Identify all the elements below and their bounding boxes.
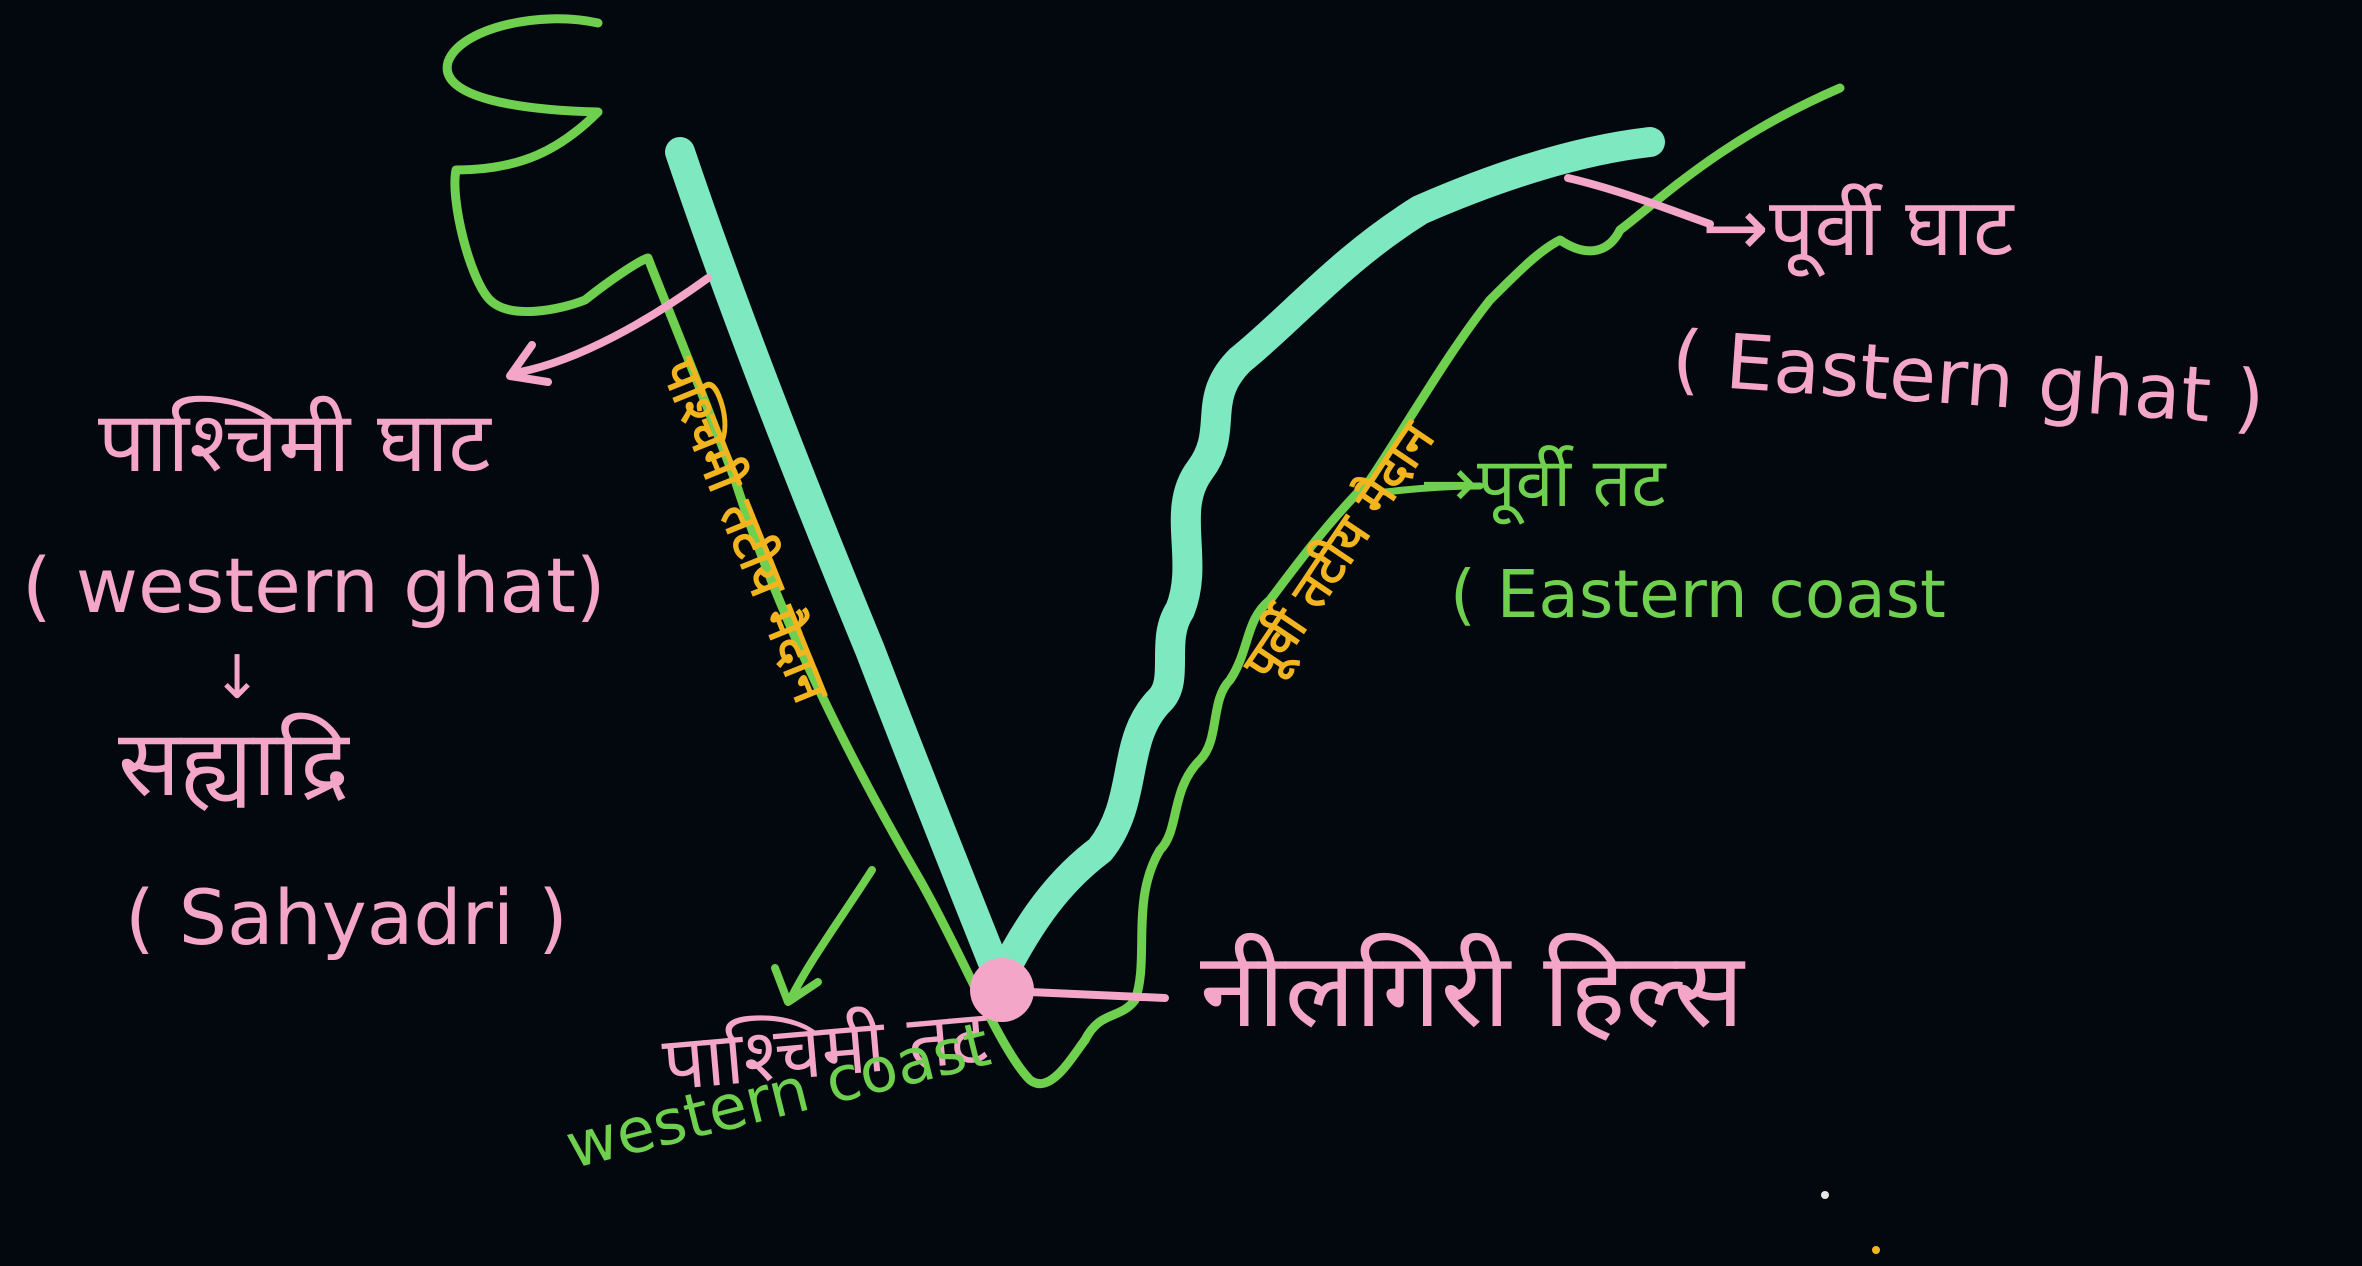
western-coast-arrowhead <box>771 964 822 1006</box>
stray-dot <box>1872 1246 1880 1254</box>
stray-dot <box>1821 1191 1829 1199</box>
nilgiri-point <box>970 958 1034 1022</box>
western-ghat-arrow <box>516 274 712 376</box>
western-ghat-label: पाश्चिमी घाट <box>98 393 491 491</box>
eastern-coast-english-label: ( Eastern coast <box>1450 556 1946 633</box>
western-ghat-range <box>665 137 1015 995</box>
nilgiri-pointer <box>1026 988 1169 1002</box>
western-ghat-arrowhead <box>506 341 552 386</box>
nilgiri-hills-label: नीलगिरी हिल्स <box>1200 929 1744 1051</box>
eastern-coast-label: →पूर्वी तट <box>1420 444 1666 523</box>
western-ghat-english-label: ( western ghat) <box>22 541 606 630</box>
western-coast-arrow <box>786 866 876 1004</box>
western-coast-line <box>442 14 1090 1089</box>
eastern-coast-line <box>1080 83 1845 1045</box>
eastern-coast-arrow <box>1381 482 1484 496</box>
eastern-ghat-range <box>985 127 1665 995</box>
sahyadri-label: सह्याद्रि <box>118 710 350 817</box>
eastern-ghat-arrow <box>1564 174 1714 228</box>
down-arrow-icon: ↓ <box>212 643 263 713</box>
eastern-ghat-label: →पूर्वी घाट <box>1702 181 2014 274</box>
sahyadri-english-label: ( Sahyadri ) <box>125 873 568 962</box>
